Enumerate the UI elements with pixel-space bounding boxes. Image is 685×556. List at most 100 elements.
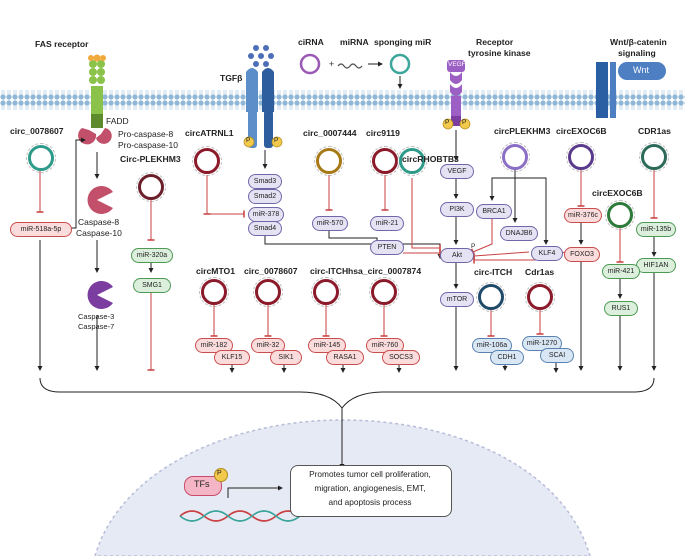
node-mir-32: miR-32 xyxy=(251,338,285,353)
sponging-mir-shape xyxy=(389,53,411,75)
cdr1as-top-label: CDR1as xyxy=(638,126,671,136)
circ-mto1-ring xyxy=(199,277,229,307)
wnt-title-line2: signaling xyxy=(618,48,656,58)
circ-plekhm3-right-ring xyxy=(500,142,530,172)
node-rus1: RUS1 xyxy=(604,301,638,316)
node-mir-320a: miR-320a xyxy=(131,248,173,263)
svg-text:+: + xyxy=(329,59,334,69)
circ-0078607-mid-ring xyxy=(253,277,283,307)
circ-plekhm3-left-label: Circ-PLEKHM3 xyxy=(120,154,181,164)
p-badge-rtk-left: P xyxy=(445,119,450,126)
node-rasa1: RASA1 xyxy=(326,350,364,365)
node-mir-518a-5p: miR-518a-5p xyxy=(10,222,72,237)
circ-exoc6b-mid-label: circEXOC6B xyxy=(592,188,643,198)
circ-exoc6b-top-ring xyxy=(566,142,596,172)
hsa-circ-0007874-label: hsa_circ_0007874 xyxy=(348,266,422,276)
mirna-shape xyxy=(337,63,363,69)
circ-0007444-label: circ_0007444 xyxy=(303,128,357,138)
pro-caspase-10-label: Pro-caspase-10 xyxy=(118,140,179,150)
p-badge-rtk-right: P xyxy=(462,119,467,126)
fas-receptor-shape xyxy=(88,54,106,128)
cirna-shape xyxy=(299,53,321,75)
node-smad4: Smad4 xyxy=(248,221,282,236)
circ-itch-mid-label: circ-ITCH xyxy=(310,266,349,276)
frizzled-receptor-shape xyxy=(596,62,608,118)
node-smg1: SMG1 xyxy=(133,278,171,293)
node-vegf: VEGF xyxy=(440,164,474,179)
circ-itch-right-ring xyxy=(476,282,506,312)
circ-rhobtb3-label: circRHOBTB3 xyxy=(402,154,459,164)
node-mir-135b: miR-135b xyxy=(636,222,676,237)
circ-0078607-top-ring xyxy=(26,143,56,173)
tfs-p-badge xyxy=(214,468,228,482)
circ9119-label: circ9119 xyxy=(366,128,400,138)
node-mir-570: miR-570 xyxy=(312,216,348,231)
caspase-8-label: Caspase-8 xyxy=(78,217,120,227)
node-smad3: Smad3 xyxy=(248,174,282,189)
circ9119-ring xyxy=(370,146,400,176)
tgfb-label: TGFβ xyxy=(220,73,243,83)
p-badge-tgfb-right: P xyxy=(274,137,279,144)
cdr1as-right-label: Cdr1as xyxy=(525,267,555,277)
circ-exoc6b-top-label: circEXOC6B xyxy=(556,126,607,136)
cell-membrane xyxy=(0,90,685,110)
circ-atrnl1-ring xyxy=(192,146,222,176)
fadd-label: FADD xyxy=(106,116,129,126)
outcome-line-3: and apoptosis process xyxy=(328,497,412,507)
node-cdh1: CDH1 xyxy=(490,350,524,365)
node-akt: Akt xyxy=(440,248,474,263)
circ-itch-right-label: circ-ITCH xyxy=(474,267,513,277)
sponging-mir-label: sponging miR xyxy=(374,37,432,47)
circ-plekhm3-left-ring xyxy=(136,172,166,202)
node-mir-21: miR-21 xyxy=(370,216,404,231)
node-brca1: BRCA1 xyxy=(476,204,512,219)
node-mtor: mTOR xyxy=(440,292,474,307)
node-sik1: SIK1 xyxy=(270,350,302,365)
caspase-7-label: Caspase-7 xyxy=(78,322,115,331)
cdr1as-right-ring xyxy=(525,282,555,312)
circ-0007444-ring xyxy=(314,146,344,176)
rtk-label-line2: tyrosine kinase xyxy=(468,48,531,58)
node-pten: PTEN xyxy=(370,240,404,255)
circ-mto1-label: circMTO1 xyxy=(196,266,236,276)
caspase-8-10-shape xyxy=(87,186,113,215)
circ-atrnl1-label: circATRNL1 xyxy=(185,128,234,138)
mirna-label: miRNA xyxy=(340,37,369,47)
node-smad2: Smad2 xyxy=(248,189,282,204)
node-mir-378: miR-378 xyxy=(248,207,284,222)
pro-caspase-8-label: Pro-caspase-8 xyxy=(118,129,174,139)
dna-strand xyxy=(179,510,301,522)
circ-rhobtb3-ring xyxy=(397,146,427,176)
outcome-line-2: migration, angiogenesis, EMT, xyxy=(314,483,426,493)
caspase-3-7-shape xyxy=(87,281,113,310)
p-badge-tgfb-left: P xyxy=(246,137,251,144)
outcome-line-1: Promotes tumor cell proliferation, xyxy=(309,469,431,479)
cdr1as-top-ring xyxy=(639,142,669,172)
circ-itch-mid-ring xyxy=(311,277,341,307)
tgfb-ligand-dots xyxy=(248,45,274,67)
tfs-p-label: P xyxy=(217,470,222,477)
node-foxo3: FOXO3 xyxy=(564,247,600,262)
node-pi3k: PI3K xyxy=(440,202,474,217)
wnt-ligand-label: Wnt xyxy=(633,65,650,75)
circ-plekhm3-right-label: circPLEKHM3 xyxy=(494,126,551,136)
fas-receptor-label: FAS receptor xyxy=(35,39,89,49)
node-mir-421: miR-421 xyxy=(602,264,640,279)
node-socs3: SOCS3 xyxy=(382,350,420,365)
pro-caspase-shape xyxy=(78,128,97,145)
node-klf15: KLF15 xyxy=(214,350,250,365)
cirna-label: ciRNA xyxy=(298,37,324,47)
outcome-box xyxy=(290,465,452,517)
node-scai: SCAI xyxy=(540,348,574,363)
tfs-label: TFs xyxy=(194,479,210,489)
hsa-circ-0007874-ring xyxy=(369,277,399,307)
vegf-ligand-label: VEGF xyxy=(448,61,466,68)
wnt-ligand xyxy=(618,62,666,80)
tfs-badge xyxy=(184,476,222,496)
p-badge-akt: P xyxy=(471,243,476,250)
node-hif1an: HIF1AN xyxy=(636,258,676,273)
wnt-title-line1: Wnt/β-catenin xyxy=(610,37,667,47)
circ-0078607-mid-label: circ_0078607 xyxy=(244,266,298,276)
tgfb-receptor-shape xyxy=(246,68,274,148)
